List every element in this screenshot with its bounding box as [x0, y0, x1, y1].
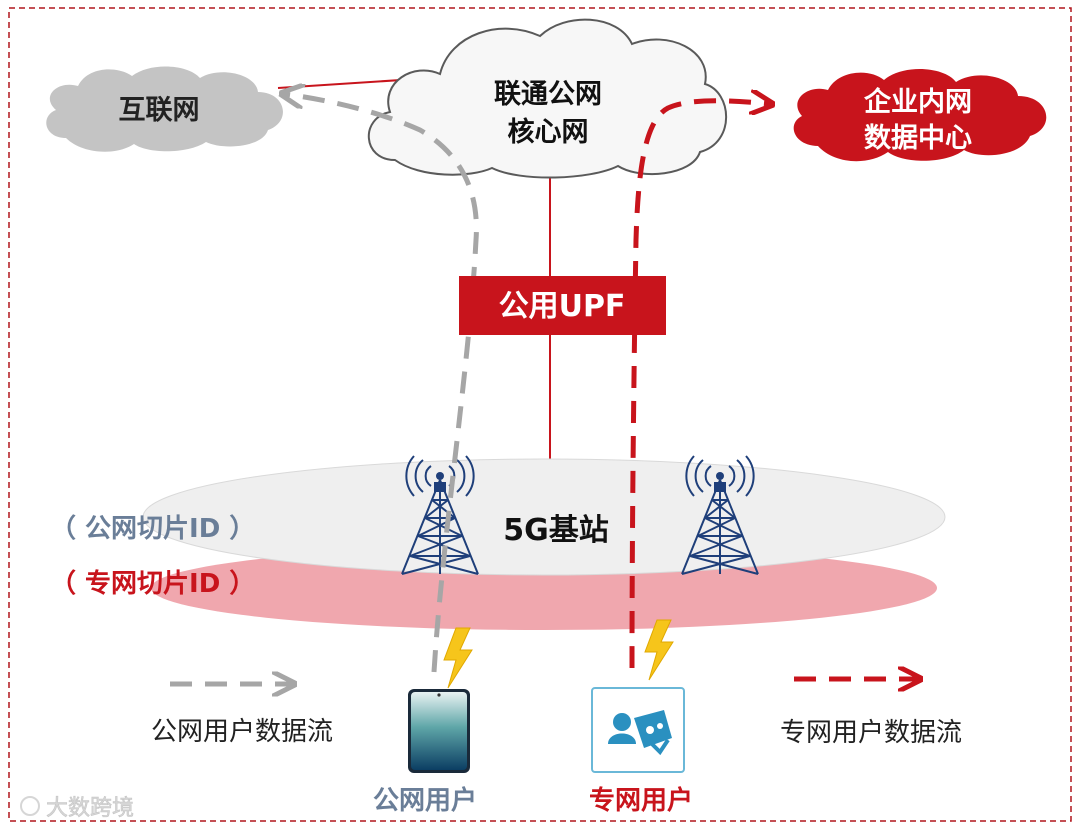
internet-cloud-label: 互联网: [119, 95, 200, 126]
enterprise-cloud-label-line2: 数据中心: [864, 123, 972, 154]
base-station-label: 5G基站: [503, 513, 609, 548]
watermark-logo-icon: [20, 796, 40, 816]
public-slice-ellipse: [142, 458, 946, 576]
core-cloud-label-line2: 核心网: [508, 116, 589, 148]
legend-private-label: 专网用户数据流: [780, 718, 962, 748]
public-data-flow-path: [284, 94, 479, 673]
private-data-flow-path: [629, 101, 770, 669]
upf-box: [459, 276, 666, 335]
tower-right-icon: [681, 455, 759, 575]
core-network-cloud: [367, 18, 727, 179]
core-cloud-label-line1: 联通公网: [494, 79, 602, 110]
enterprise-cloud-label-line1: 企业内网: [864, 86, 972, 118]
watermark-text: 大数跨境: [46, 796, 134, 821]
public-user-phone-icon: [408, 689, 470, 773]
private-user-device-icon: [591, 687, 685, 773]
private-user-lightning-icon: [644, 619, 674, 681]
public-user-label: 公网用户: [373, 785, 477, 816]
outer-frame: [8, 7, 1072, 822]
public-slice-label: （ 公网切片ID ）: [50, 514, 255, 544]
legend-public-label: 公网用户数据流: [151, 717, 333, 747]
public-user-lightning-icon: [443, 627, 473, 689]
private-user-label: 专网用户: [589, 785, 693, 816]
enterprise-cloud: [793, 68, 1047, 162]
private-slice-label: （ 专网切片ID ）: [50, 569, 255, 599]
internet-cloud: [46, 66, 283, 152]
upf-label: 公用UPF: [499, 289, 626, 324]
watermark: 大数跨境: [20, 796, 134, 821]
